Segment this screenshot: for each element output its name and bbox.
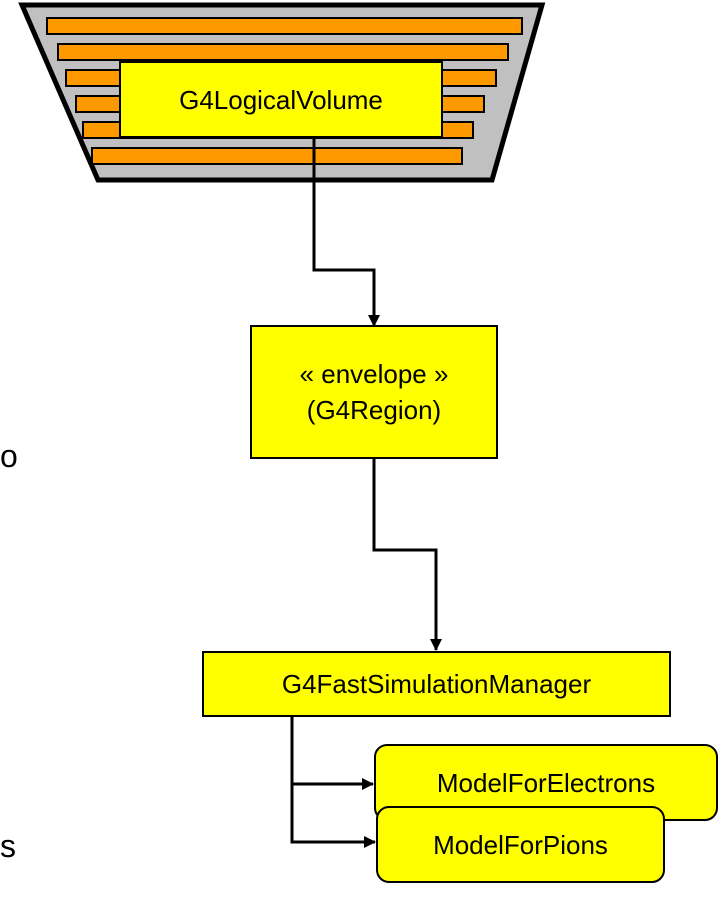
detector-layer xyxy=(91,147,463,165)
fast-sim-manager-box xyxy=(202,651,671,717)
model-pions-box xyxy=(376,806,665,883)
envelope-box xyxy=(250,325,498,459)
edge-manager-to-electrons xyxy=(290,716,374,790)
clipped-text-fragment: s xyxy=(0,828,16,864)
edge-manager-to-pions xyxy=(290,784,376,848)
detector-layer xyxy=(57,43,509,61)
clipped-text-fragment: o xyxy=(0,438,18,474)
edge-envelope-to-manager xyxy=(372,458,442,651)
detector-layer xyxy=(46,17,523,35)
logical-volume-box xyxy=(119,61,443,138)
edge-volume-to-envelope xyxy=(312,137,380,327)
